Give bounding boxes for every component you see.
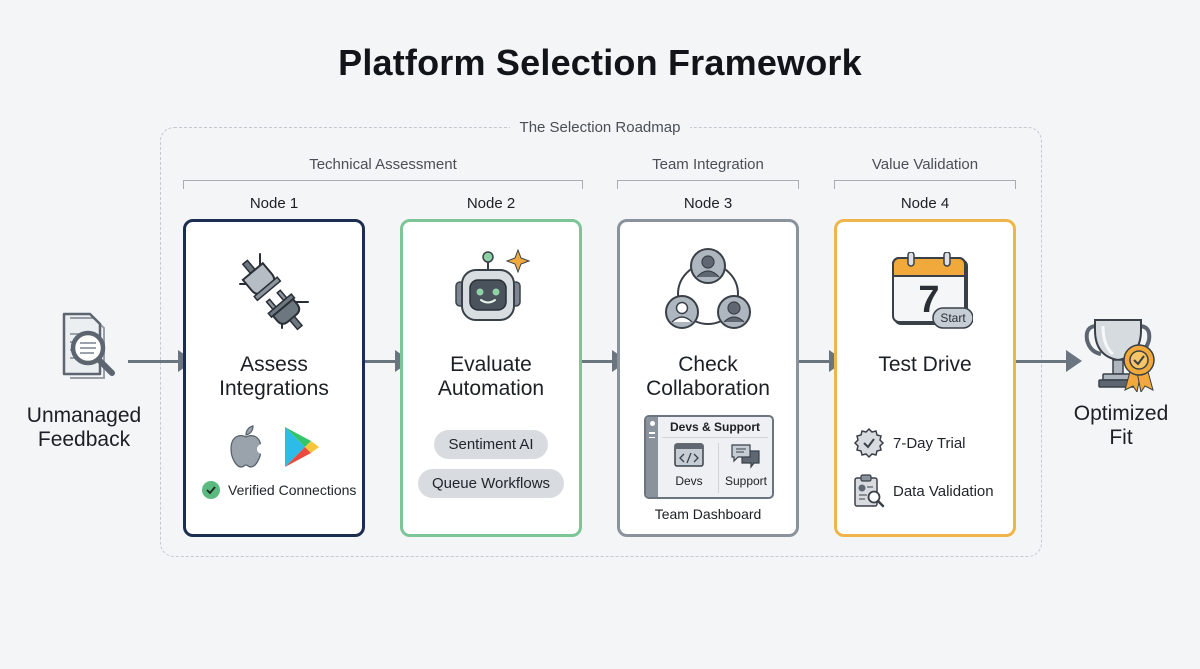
start-label-line1: Unmanaged [26, 404, 142, 427]
arrow-node4-to-end [1016, 350, 1082, 372]
plug-connect-icon [186, 244, 362, 334]
node-card-2: Evaluate Automation Sentiment AI Queue W… [400, 219, 582, 537]
node4-title: Test Drive [878, 353, 972, 376]
node-label-4: Node 4 [900, 195, 950, 212]
arrow-node2-to-node3 [582, 350, 628, 372]
end-endpoint: Optimized Fit [1060, 316, 1182, 450]
check-circle-icon [202, 481, 220, 499]
calendar-icon: 7 Start [837, 252, 1013, 332]
node2-title-line1: Evaluate [450, 353, 532, 376]
badge-check-icon [853, 427, 885, 459]
platform-icons [186, 425, 362, 469]
group-bracket-technical [183, 180, 583, 189]
data-validation-item: Data Validation [853, 474, 994, 508]
trial-item: 7-Day Trial [853, 427, 966, 459]
robot-icon [403, 248, 579, 332]
start-label-line2: Feedback [37, 428, 131, 451]
chat-bubbles-icon [731, 444, 760, 469]
support-column: Support [718, 443, 772, 488]
arrow-start-to-node1 [128, 350, 194, 372]
team-circle-icon [620, 242, 796, 334]
node-label-3: Node 3 [683, 195, 733, 212]
node-label-1: Node 1 [249, 195, 299, 212]
calendar-day: 7 [918, 279, 939, 321]
verified-connections-status: Verified Connections [202, 481, 356, 499]
arrow-node3-to-node4 [799, 350, 845, 372]
end-label-line2: Fit [1109, 426, 1133, 449]
calendar-start-badge: Start [940, 311, 966, 325]
queue-workflows-pill: Queue Workflows [417, 469, 565, 498]
node3-title-line2: Collaboration [646, 377, 770, 400]
group-bracket-value [834, 180, 1016, 189]
group-bracket-team [617, 180, 799, 189]
arrow-node1-to-node2 [365, 350, 411, 372]
node-card-4: 7 Start Test Drive 7-Day Trial Data Vali… [834, 219, 1016, 537]
dashboard-header: Devs & Support [662, 420, 768, 438]
apple-icon [230, 425, 265, 468]
start-endpoint: Unmanaged Feedback [20, 310, 148, 452]
node-card-3: Check Collaboration Devs & Support Devs … [617, 219, 799, 537]
end-label-line1: Optimized [1073, 402, 1169, 425]
roadmap-label: The Selection Roadmap [0, 119, 1200, 136]
sentiment-ai-pill: Sentiment AI [434, 430, 548, 459]
clipboard-search-icon [854, 474, 885, 508]
team-dashboard-widget: Devs & Support Devs Support [644, 415, 774, 499]
document-search-icon [20, 310, 148, 390]
dashboard-sidebar [646, 417, 658, 497]
node-card-1: Assess Integrations Verified Connections [183, 219, 365, 537]
trophy-award-icon [1060, 316, 1182, 392]
google-play-icon [285, 427, 319, 467]
group-label-team: Team Integration [652, 156, 764, 173]
node2-title-line2: Automation [437, 377, 545, 400]
group-label-value: Value Validation [871, 156, 979, 173]
node-label-2: Node 2 [466, 195, 516, 212]
node1-title-line1: Assess [240, 353, 308, 376]
devs-column: Devs [662, 443, 716, 488]
page-title: Platform Selection Framework [338, 42, 862, 83]
node3-title-line1: Check [678, 353, 738, 376]
node1-title-line2: Integrations [219, 377, 329, 400]
group-label-technical: Technical Assessment [309, 156, 457, 173]
code-window-icon [674, 443, 704, 467]
team-dashboard-caption: Team Dashboard [654, 506, 762, 522]
